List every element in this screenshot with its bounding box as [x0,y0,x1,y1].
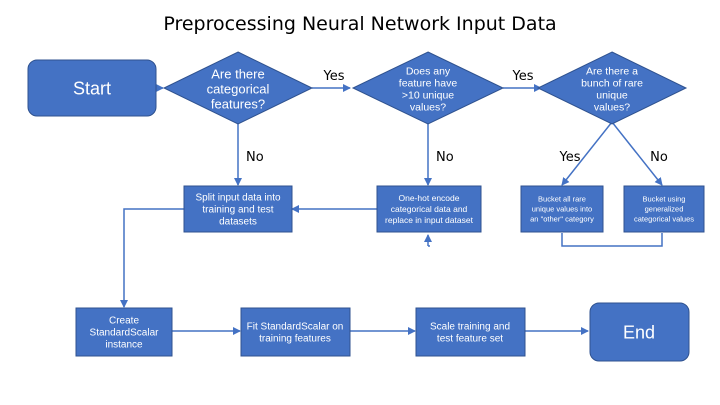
start-label-line: Start [73,78,111,98]
process-bucket-general-label-line: generalized [645,205,684,214]
end-label: End [623,322,655,342]
decision-categorical-label-line: features? [211,97,265,112]
edge-split-down [120,208,184,308]
process-onehot-label-line: replace in input dataset [385,215,474,225]
edge-rare-yes [561,121,613,186]
process-onehot-label-line: categorical data and [391,204,468,214]
decision-categorical-label-line: categorical [207,82,270,97]
label-rare-no: No [650,150,668,165]
edge-rare-no [611,121,663,186]
decision-rare-label-line: unique [596,90,628,102]
process-bucket-general-label-line: categorical values [634,215,694,224]
process-split-label-line: Split input data into [195,193,280,204]
decision-unique-label-line: >10 unique [402,90,454,102]
decision-rare-label-line: bunch of rare [581,78,643,90]
process-create-scaler-label-line: StandardScalar [90,328,160,339]
decision-unique-label-line: values? [410,102,446,114]
label-rare-yes: Yes [559,150,581,165]
process-bucket-other-label-line: unique values into [532,205,592,214]
label-unique-yes: Yes [512,69,534,84]
label-unique-no: No [436,150,454,165]
edge-labels: Yes Yes No No Yes No [246,69,668,165]
process-scale-sets-label-line: Scale training and [430,322,510,333]
label-categorical-no: No [246,150,264,165]
decision-unique-label-line: feature have [399,78,458,90]
process-split-label-line: datasets [219,217,257,228]
edges [120,84,663,335]
end-node: End [589,302,690,362]
label-categorical-yes: Yes [323,69,345,84]
decision-categorical-label-line: Are there [211,67,264,82]
decision-rare-label-line: Are there a [586,66,638,78]
process-bucket-other-label-line: Bucket all rare [538,195,586,204]
process-bucket-other-label-line: an "other" category [530,215,594,224]
diagram-title: Preprocessing Neural Network Input Data [163,13,556,35]
process-scale-sets-label-line: test feature set [437,334,503,345]
end-label-line: End [623,322,655,342]
start-label: Start [73,78,111,98]
edge-buckets-to-onehot [561,233,663,247]
process-fit-scaler-label-line: Fit StandardScalar on [247,322,344,333]
process-split-label-line: training and test [202,205,273,216]
process-onehot-label-line: One-hot encode [399,193,460,203]
process-bucket-general-label-line: Bucket using [643,195,686,204]
process-create-scaler-label-line: Create [109,316,139,327]
decision-rare-label-line: values? [594,102,630,114]
start-node: Start [27,59,157,117]
decision-unique-label-line: Does any [406,66,451,78]
process-create-scaler-label-line: instance [105,340,143,351]
process-fit-scaler-label-line: training features [259,334,331,345]
